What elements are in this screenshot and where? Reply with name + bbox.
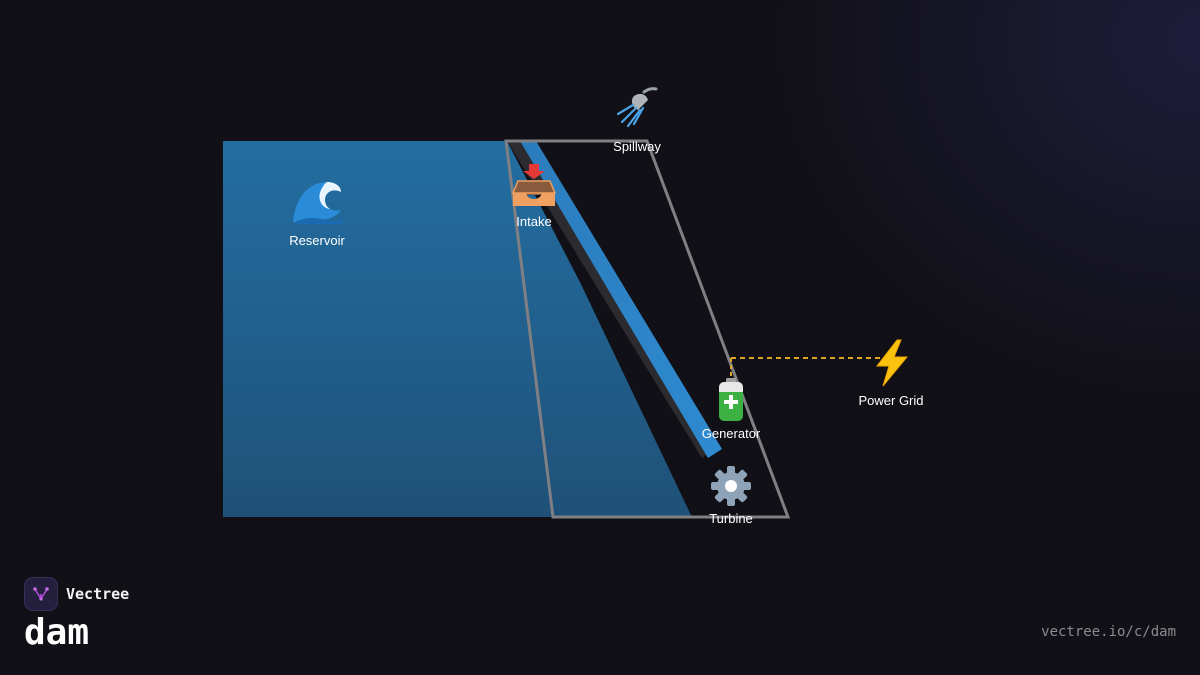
penstock: [520, 141, 722, 458]
tailwater: [507, 141, 692, 517]
turbine-label: Turbine: [709, 511, 753, 526]
brand-name: Vectree: [66, 585, 130, 603]
shower-icon: [614, 86, 660, 136]
lightning-icon: [871, 339, 911, 391]
wave-icon: [289, 176, 345, 230]
inbox-tray-icon: [511, 163, 557, 211]
reservoir-label: Reservoir: [289, 233, 345, 248]
page-url[interactable]: vectree.io/c/dam: [1041, 624, 1176, 640]
spillway-label: Spillway: [613, 139, 661, 154]
intake-label: Intake: [516, 214, 552, 229]
dam-outline: [504, 139, 791, 519]
battery-icon: [716, 378, 746, 426]
reservoir-water: [223, 141, 553, 517]
vectree-logo-icon: [24, 577, 58, 611]
power-grid-label: Power Grid: [858, 393, 924, 408]
gear-icon: [709, 464, 753, 512]
page-title: dam: [24, 612, 90, 653]
brand: Vectree: [24, 577, 129, 611]
generator-label: Generator: [701, 426, 761, 441]
